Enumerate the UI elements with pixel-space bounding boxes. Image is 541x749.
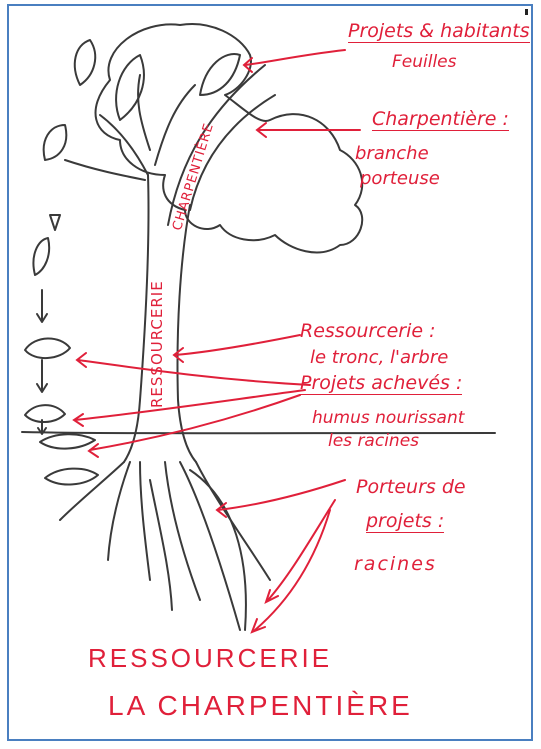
root-4 [165,462,200,600]
root-3 [140,462,150,580]
branch-left-2 [138,75,150,150]
label-ressourcerie-title: Ressourcerie : [300,322,436,341]
trunk-right [178,205,197,462]
footer-line-2: LA CHARPENTIÈRE [108,690,413,722]
falling-leaf-3 [25,338,70,358]
label-projets-habitants: Projets & habitants [348,22,530,43]
root-8 [150,480,172,610]
arrow-humus-2 [74,390,305,426]
root-7 [190,470,246,630]
branch-left-1 [100,115,148,175]
label-feuilles: Feuilles [392,54,457,71]
root-6 [196,462,270,580]
fall-arrow-2 [37,360,47,392]
branch-left-3 [155,85,195,165]
label-charpentiere-title: Charpentière : [372,110,509,131]
fallen-leaf-2 [45,469,98,485]
arrow-porteurs-1 [217,480,345,517]
label-racines: racines [354,555,437,574]
root-2 [108,462,130,560]
label-tronc: le tronc, l'arbre [310,349,448,367]
label-humus: humus nourissant [312,410,464,427]
label-les-racines: les racines [328,433,419,450]
fallen-leaf-1 [40,434,95,448]
label-projets-colon: projets : [366,512,444,533]
leaf-3 [75,40,95,85]
fall-arrow-1 [37,290,47,322]
leaf-1 [200,54,240,95]
label-projets-acheves: Projets achevés : [300,374,462,395]
trunk-left [124,175,149,462]
arrow-humus-1 [77,353,310,385]
label-branche: branche [355,145,429,163]
falling-leaf-1 [50,215,60,230]
arrow-porteurs-2 [266,500,335,602]
falling-leaf-4 [25,405,65,422]
label-porteuse: porteuse [360,170,440,188]
branch-left-4 [65,160,145,180]
falling-leaf-2 [33,238,49,275]
trunk-text: RESSOURCERIE [148,280,166,408]
ground-line [22,432,495,433]
arrow-charpentiere [257,123,360,137]
leaf-4 [44,125,67,160]
arrow-ressourcerie [174,335,300,362]
label-porteurs: Porteurs de [356,478,466,497]
footer-line-1: RESSOURCERIE [88,643,332,674]
